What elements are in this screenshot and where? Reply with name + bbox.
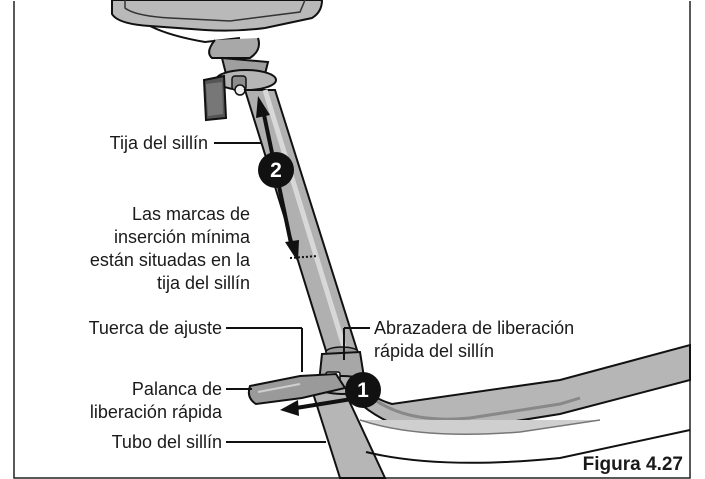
insertion-line-4: tija del sillín xyxy=(157,273,250,293)
label-quick-release-lever: Palanca de liberación rápida xyxy=(90,379,223,422)
bike-frame xyxy=(310,343,691,479)
insertion-line-3: están situadas en la xyxy=(90,250,251,270)
seatpost-tube xyxy=(243,89,359,358)
lever-open-arrow xyxy=(280,396,359,416)
label-seatpost: Tija del sillín xyxy=(110,133,208,153)
lever-line-2: liberación rápida xyxy=(90,402,223,422)
saddle xyxy=(111,0,324,59)
step-1-marker: 1 xyxy=(345,372,381,408)
leader-lines xyxy=(214,142,370,443)
clamp-line-2: rápida del sillín xyxy=(374,341,494,361)
quick-release-lever xyxy=(247,372,347,406)
insertion-line-1: Las marcas de xyxy=(132,204,250,224)
seatpost-head xyxy=(202,56,277,122)
step-1-number: 1 xyxy=(357,379,369,402)
figure-caption: Figura 4.27 xyxy=(583,454,683,475)
clamp-line-1: Abrazadera de liberación xyxy=(374,318,574,338)
step-2-marker: 2 xyxy=(258,152,294,188)
label-adjusting-nut: Tuerca de ajuste xyxy=(89,318,222,338)
lever-line-1: Palanca de xyxy=(132,379,222,399)
label-seat-clamp: Abrazadera de liberación rápida del sill… xyxy=(374,318,574,361)
label-seat-tube: Tubo del sillín xyxy=(112,432,222,452)
label-insertion-marks: Las marcas de inserción mínima están sit… xyxy=(90,204,251,293)
insertion-line-2: inserción mínima xyxy=(114,227,251,247)
step-2-number: 2 xyxy=(270,159,282,182)
